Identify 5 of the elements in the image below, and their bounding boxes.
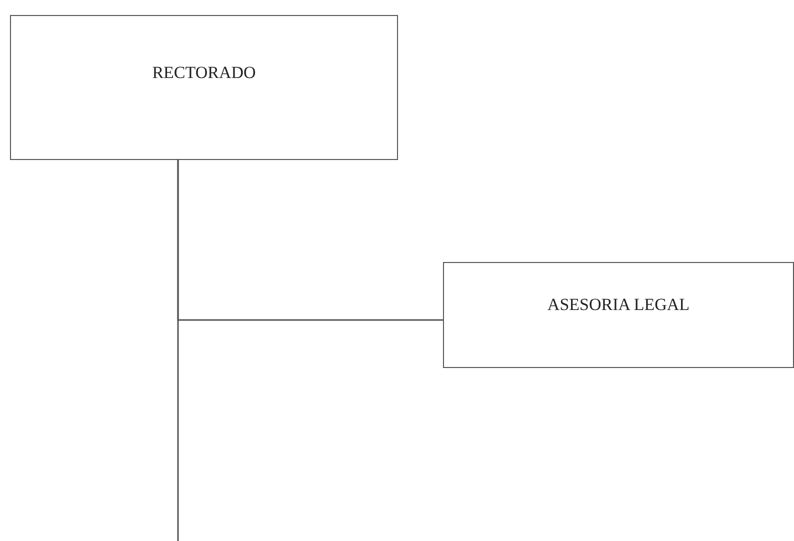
box-label: ASESORIA LEGAL (547, 295, 690, 315)
org-box (10, 15, 398, 160)
connector-line (177, 160, 179, 541)
org-box (443, 262, 794, 368)
box-label: RECTORADO (152, 62, 256, 82)
